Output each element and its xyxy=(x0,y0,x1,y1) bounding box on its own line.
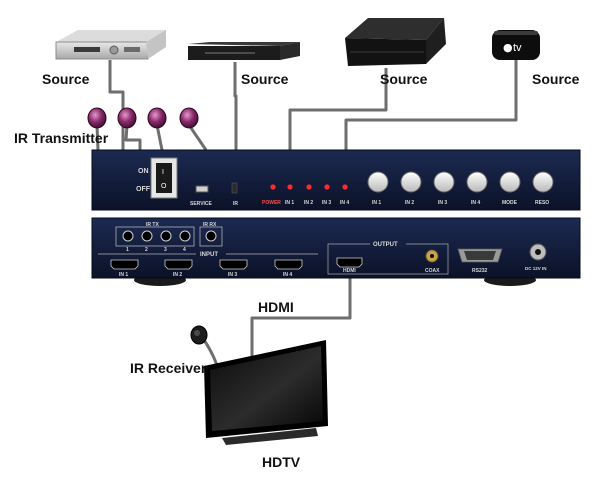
ir-label: IR xyxy=(233,201,238,207)
source-device-3-game-console xyxy=(345,18,446,66)
off-label: OFF xyxy=(136,186,151,193)
dc-label: DC 12V IN xyxy=(525,266,547,271)
ir-emitter-2 xyxy=(117,107,137,129)
button-label-in2: IN 2 xyxy=(405,200,414,206)
button-label-in1: IN 1 xyxy=(372,200,381,206)
service-label: SERVICE xyxy=(190,201,213,207)
button-in2[interactable] xyxy=(400,171,422,193)
rs232-label: RS232 xyxy=(472,268,488,274)
ir-tx-port-4[interactable] xyxy=(179,230,191,242)
led-in3 xyxy=(324,184,330,190)
ir-tx-port-1[interactable] xyxy=(122,230,134,242)
cables xyxy=(95,60,518,369)
source-device-4-apple-tv: ● tv xyxy=(492,30,540,60)
hdmi-output-cable xyxy=(250,278,352,356)
ir-rx-port[interactable] xyxy=(205,230,217,242)
source-device-2-dvd-player xyxy=(188,42,300,60)
rs232-port[interactable] xyxy=(457,248,503,263)
led-in1 xyxy=(287,184,293,190)
hdtv-label: HDTV xyxy=(262,454,301,470)
hdmi-in-1[interactable] xyxy=(110,259,139,270)
hdtv-stand xyxy=(222,428,318,445)
ir-tx-label: IR TX xyxy=(146,222,159,228)
ir-emitter-cable-1 xyxy=(95,124,100,151)
hdtv xyxy=(204,340,328,445)
hdmi-in-2[interactable] xyxy=(164,259,193,270)
ir-window xyxy=(231,182,238,194)
hdmi-cable-label: HDMI xyxy=(258,299,294,315)
ir-tx-port-label-2: 2 xyxy=(145,247,148,253)
hdmi-in-4[interactable] xyxy=(274,259,303,270)
led-label-in4: IN 4 xyxy=(340,200,349,206)
coax-label: COAX xyxy=(425,268,440,274)
source-4-cable xyxy=(344,60,518,150)
button-in1[interactable] xyxy=(367,171,389,193)
hdmi-in-label-3: IN 3 xyxy=(228,272,237,278)
led-label-in3: IN 3 xyxy=(322,200,331,206)
output-label: OUTPUT xyxy=(373,242,398,248)
hdmi-in-label-4: IN 4 xyxy=(283,272,292,278)
button-mode[interactable] xyxy=(499,171,521,193)
ir-emitter-1 xyxy=(87,107,107,129)
button-label-in4: IN 4 xyxy=(471,200,480,206)
source-2-cable xyxy=(233,62,238,150)
source-label-1: Source xyxy=(42,71,90,87)
ir-emitter-3 xyxy=(147,107,167,129)
status-leds: POWER IN 1 IN 2 IN 3 IN 4 xyxy=(262,184,349,206)
hdtv-screen xyxy=(210,346,323,431)
hdmi-in-label-1: IN 1 xyxy=(119,272,128,278)
power-switch[interactable]: I O xyxy=(150,157,178,199)
ir-emitter-cable-4 xyxy=(187,124,208,151)
hdmi-out-label: HDMI xyxy=(343,268,356,274)
button-in3[interactable] xyxy=(433,171,455,193)
ir-tx-port-2[interactable] xyxy=(141,230,153,242)
led-label-power: POWER xyxy=(262,200,281,206)
ir-tx-port-3[interactable] xyxy=(160,230,172,242)
ir-emitters xyxy=(87,107,199,129)
front-buttons: IN 1 IN 2 IN 3 IN 4 MODE RESO xyxy=(367,171,554,206)
hdmi-out-port[interactable] xyxy=(336,257,363,268)
rear-panel: IR TX 1 2 3 4 IR RX INPUT IN 1 IN 2 IN 3 xyxy=(91,217,581,286)
source-label-4: Source xyxy=(532,71,580,87)
button-reso[interactable] xyxy=(532,171,554,193)
button-label-in3: IN 3 xyxy=(438,200,447,206)
switch-off-mark: O xyxy=(161,183,167,190)
source-label-2: Source xyxy=(241,71,289,87)
service-port[interactable] xyxy=(195,185,209,193)
ir-tx-ports: 1 2 3 4 xyxy=(122,230,191,253)
source-device-1-settop-box xyxy=(55,30,166,60)
ir-tx-port-label-3: 3 xyxy=(164,247,167,253)
front-panel: ON OFF I O SERVICE IR POWER IN 1 IN 2 IN… xyxy=(91,149,581,211)
led-power xyxy=(270,184,276,190)
ir-rx-label: IR RX xyxy=(203,222,217,228)
source-1-cable xyxy=(108,60,125,150)
led-in2 xyxy=(306,184,312,190)
ir-receiver xyxy=(190,325,208,345)
led-label-in2: IN 2 xyxy=(304,200,313,206)
apple-tv-text: tv xyxy=(513,42,522,54)
source-label-3: Source xyxy=(380,71,428,87)
ir-emitter-cable-3 xyxy=(155,124,164,151)
hdmi-in-3[interactable] xyxy=(219,259,248,270)
hdmi-inputs: IN 1 IN 2 IN 3 IN 4 xyxy=(110,259,303,278)
on-label: ON xyxy=(138,168,149,175)
ir-tx-port-label-1: 1 xyxy=(126,247,129,253)
button-in4[interactable] xyxy=(466,171,488,193)
ir-tx-port-label-4: 4 xyxy=(183,247,186,253)
button-label-mode: MODE xyxy=(502,200,518,206)
led-label-in1: IN 1 xyxy=(285,200,294,206)
ir-emitter-cable-2 xyxy=(124,124,142,150)
apple-logo-icon: ● xyxy=(503,41,513,54)
ir-emitter-4 xyxy=(179,107,199,129)
led-in4 xyxy=(342,184,348,190)
button-label-reso: RESO xyxy=(535,200,549,206)
input-label: INPUT xyxy=(200,252,218,258)
ir-receiver-label: IR Receiver xyxy=(130,360,207,376)
switch-on-mark: I xyxy=(162,169,164,176)
ir-transmitter-label: IR Transmitter xyxy=(14,130,109,146)
source-3-cable xyxy=(288,68,388,150)
hdmi-in-label-2: IN 2 xyxy=(173,272,182,278)
